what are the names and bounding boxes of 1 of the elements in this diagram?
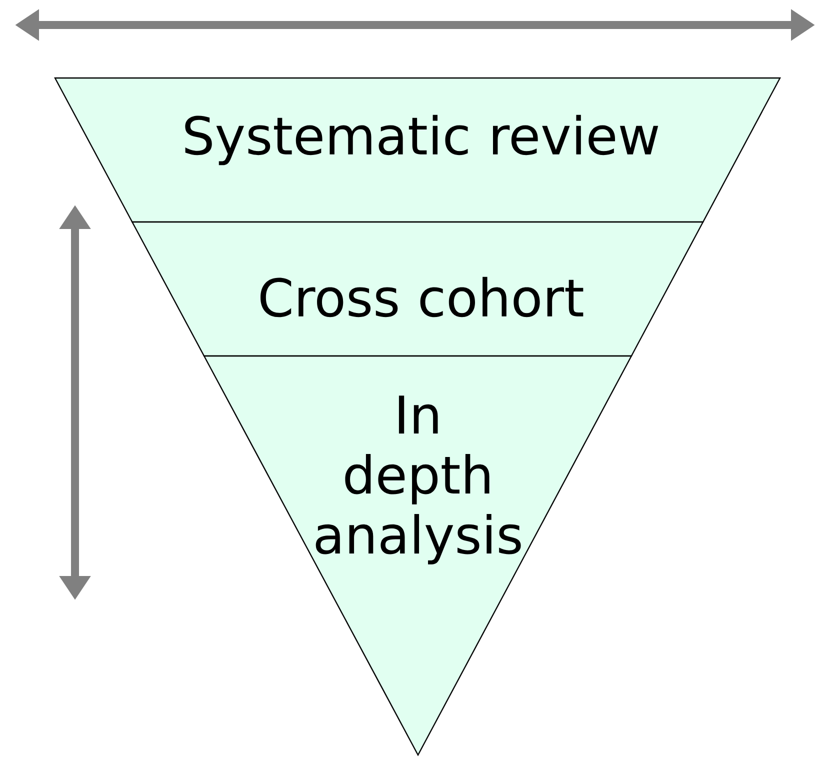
funnel-band: Systematic review (54, 77, 781, 223)
